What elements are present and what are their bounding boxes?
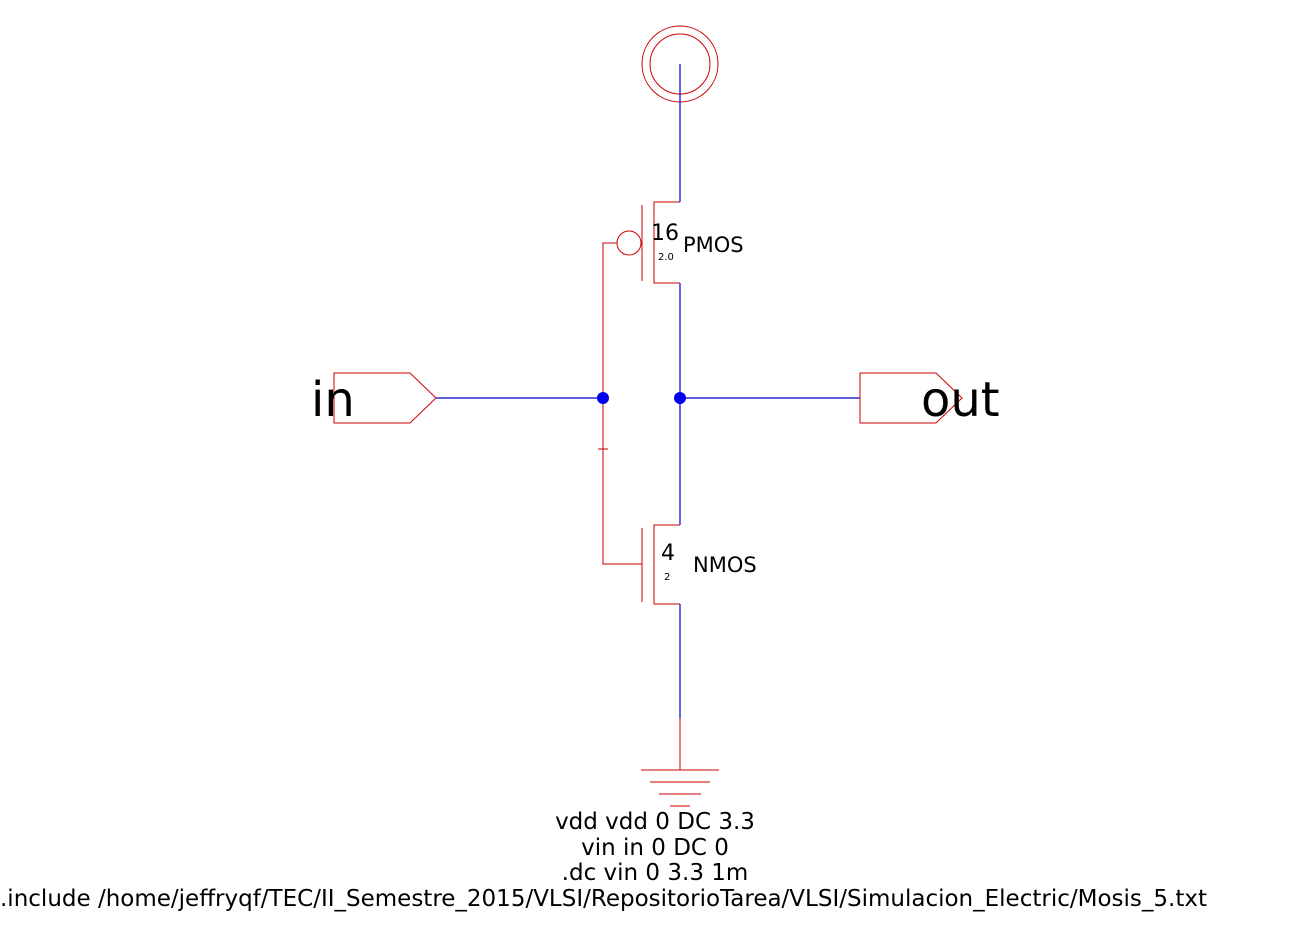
nmos-name-label: NMOS [693, 553, 757, 577]
pmos-transistor[interactable] [616, 201, 680, 284]
spice-directives: vdd vdd 0 DC 3.3 vin in 0 DC 0 .dc vin 0… [0, 809, 1207, 912]
nmos-length-label: 2 [664, 572, 670, 583]
wires [436, 64, 860, 718]
input-junction-dot[interactable] [597, 392, 609, 404]
nmos-width-label: 4 [661, 541, 675, 566]
spice-line: .dc vin 0 3.3 1m [562, 860, 749, 886]
spice-line: vdd vdd 0 DC 3.3 [555, 809, 755, 835]
input-port-label: in [311, 372, 355, 428]
nmos-gate-wire[interactable] [602, 398, 642, 565]
input-port[interactable] [333, 372, 437, 424]
nmos-transistor[interactable] [641, 524, 680, 605]
spice-line: vin in 0 DC 0 [581, 835, 729, 861]
ground-symbol[interactable] [641, 718, 719, 807]
output-port[interactable] [859, 372, 963, 424]
gate-wires [598, 242, 642, 565]
pmos-bubble [616, 230, 642, 256]
pmos-width-label: 16 [651, 221, 679, 246]
output-junction-dot[interactable] [674, 392, 686, 404]
pmos-name-label: PMOS [683, 233, 744, 257]
spice-line: .include /home/jeffryqf/TEC/II_Semestre_… [0, 886, 1207, 912]
pmos-length-label: 2.0 [658, 252, 674, 263]
output-port-label: out [921, 372, 1000, 428]
pmos-gate-wire[interactable] [602, 242, 617, 398]
